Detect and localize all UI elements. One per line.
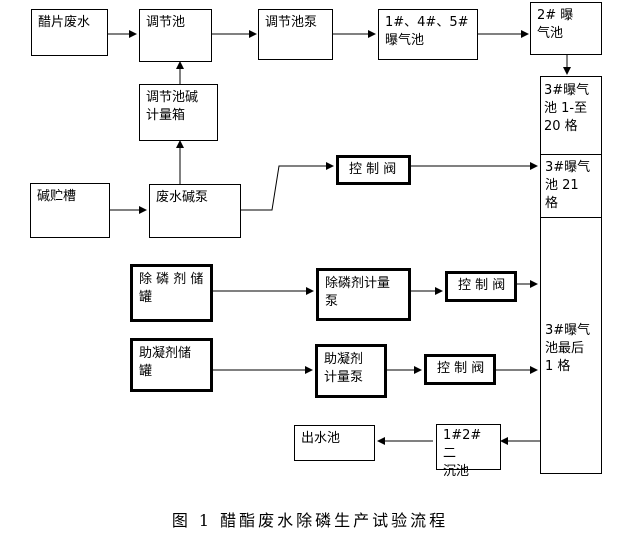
- node-regulating-tank: 调节池: [139, 9, 212, 62]
- line-pump-to-valve1: [241, 162, 334, 211]
- node-coagulant-pump: 助凝剂 计量泵: [315, 344, 387, 398]
- node-alkali-meter-tank: 调节池碱 计量箱: [139, 84, 218, 141]
- node-outlet-tank: 出水池: [294, 425, 375, 461]
- node-vinegar-wastewater: 醋片废水: [31, 9, 108, 56]
- node-control-valve-1: 控 制 阀: [336, 155, 411, 185]
- node-clarifier-1-2: 1#2# 二 沉池: [436, 424, 501, 479]
- node-aeration-3-1-20: 3#曝气 池 1-至 20 格: [544, 83, 590, 134]
- node-p-remover-tank: 除 磷 剂 储 罐: [130, 264, 213, 322]
- node-p-remover-pump: 除磷剂计量 泵: [316, 268, 411, 321]
- node-aeration-2: 2# 曝 气池: [530, 2, 602, 55]
- node-alkali-storage: 碱贮槽: [30, 183, 110, 238]
- node-aeration-3-main: [540, 76, 602, 474]
- figure-caption: 图 1 醋酯废水除磷生产试验流程: [171, 511, 449, 530]
- node-aeration-3-21: 3#曝气 池 21 格: [540, 154, 602, 218]
- node-aeration-1-4-5: 1#、4#、5# 曝气池: [378, 9, 478, 60]
- node-aeration-3-last: 3#曝气 池最后 1 格: [545, 323, 591, 374]
- node-control-valve-3: 控 制 阀: [424, 354, 496, 385]
- node-coagulant-tank: 助凝剂储 罐: [130, 338, 213, 392]
- node-control-valve-2: 控 制 阀: [445, 271, 517, 302]
- node-regulating-pump: 调节池泵: [258, 9, 333, 60]
- node-alkali-pump: 废水碱泵: [149, 184, 241, 238]
